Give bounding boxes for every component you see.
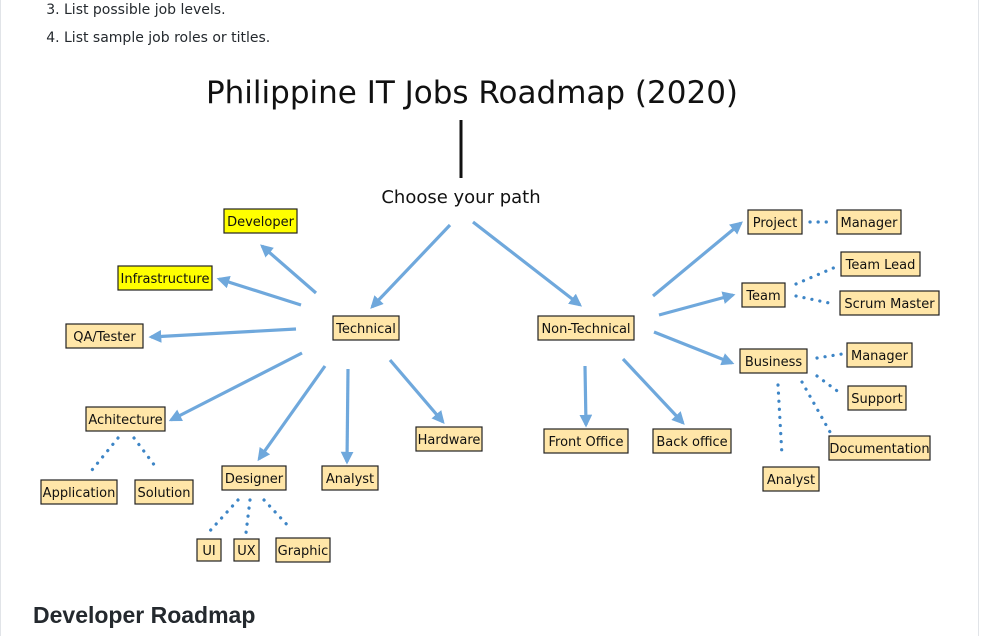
dotted-connector (800, 380, 832, 434)
arrow-to-designer (257, 365, 327, 462)
node-application: Application (40, 479, 118, 505)
svg-text:Team: Team (745, 289, 780, 304)
dotted-connectors (90, 220, 844, 535)
svg-text:Solution: Solution (138, 486, 191, 501)
dotted-connector (132, 436, 160, 472)
svg-text:Business: Business (745, 355, 803, 370)
node-team-lead: Team Lead (840, 251, 921, 277)
svg-text:Developer: Developer (227, 215, 295, 230)
node-infrastructure: Infrastructure (117, 265, 213, 291)
svg-text:Scrum Master: Scrum Master (844, 297, 935, 312)
arrow-to-team (658, 291, 736, 317)
dotted-connector (815, 374, 842, 395)
svg-text:Analyst: Analyst (326, 472, 374, 487)
choose-path-label: Choose your path (381, 187, 540, 208)
svg-text:Technical: Technical (335, 322, 396, 337)
node-technical: Technical (332, 315, 400, 341)
svg-text:Documentation: Documentation (829, 442, 929, 457)
node-documentation: Documentation (828, 435, 931, 461)
svg-text:Project: Project (753, 216, 797, 231)
svg-text:Team Lead: Team Lead (845, 258, 916, 273)
node-business: Business (739, 348, 808, 374)
svg-text:Manager: Manager (841, 216, 899, 231)
list-item: List possible job levels. (64, 0, 270, 24)
section-heading: Developer Roadmap (33, 602, 256, 628)
svg-text:Designer: Designer (225, 472, 284, 487)
node-solution: Solution (134, 479, 194, 505)
arrow-to-front-office (579, 365, 593, 428)
svg-text:UI: UI (202, 544, 215, 559)
dotted-connector (776, 383, 784, 458)
node-project: Project (747, 209, 803, 235)
svg-text:Back office: Back office (656, 435, 727, 450)
node-front-office: Front Office (543, 428, 629, 454)
node-qa-tester: QA/Tester (65, 323, 144, 349)
dotted-connector (262, 498, 293, 531)
svg-text:Support: Support (851, 392, 902, 407)
node-ui: UI (196, 538, 222, 562)
arrow-to-back-office (621, 357, 685, 425)
node-analyst-tech: Analyst (321, 465, 379, 491)
arrow-to-qa (148, 327, 297, 343)
node-team: Team (741, 282, 786, 308)
node-achitecture: Achitecture (85, 406, 166, 432)
svg-text:Analyst: Analyst (767, 473, 815, 488)
node-analyst-business: Analyst (762, 466, 820, 492)
svg-text:QA/Tester: QA/Tester (73, 330, 136, 345)
node-graphic: Graphic (275, 537, 331, 563)
svg-text:Front Office: Front Office (549, 435, 624, 450)
node-ux: UX (233, 538, 260, 562)
node-support: Support (847, 385, 907, 411)
node-project-manager: Manager (836, 209, 902, 235)
arrow-to-achitecture (168, 351, 303, 422)
node-hardware: Hardware (415, 426, 483, 452)
arrow-to-project (651, 221, 743, 298)
dotted-connector (815, 352, 844, 360)
dotted-connector (794, 294, 836, 306)
dotted-connector (90, 436, 120, 472)
arrow-to-hardware (388, 358, 445, 424)
arrow-to-technical (370, 223, 452, 309)
dotted-connector (794, 264, 840, 286)
svg-text:Hardware: Hardware (418, 433, 481, 448)
roadmap-diagram: Philippine IT Jobs Roadmap (2020) Choose… (40, 75, 940, 563)
svg-text:Non-Technical: Non-Technical (541, 322, 630, 337)
node-back-office: Back office (652, 428, 732, 454)
node-business-manager: Manager (846, 342, 913, 368)
arrow-to-business (653, 330, 735, 366)
node-scrum-master: Scrum Master (839, 290, 940, 316)
dotted-connector (244, 498, 252, 535)
svg-text:Infrastructure: Infrastructure (121, 272, 210, 287)
list-item: List sample job roles or titles. (64, 24, 270, 52)
node-designer: Designer (221, 465, 287, 491)
diagram-title: Philippine IT Jobs Roadmap (2020) (206, 75, 738, 111)
arrow-to-developer (260, 244, 318, 295)
arrows (148, 220, 743, 465)
svg-text:Manager: Manager (851, 349, 909, 364)
node-developer: Developer (223, 208, 298, 234)
svg-text:Achitecture: Achitecture (88, 413, 162, 428)
dotted-connector (206, 498, 240, 535)
arrow-to-analyst-tech (340, 368, 354, 465)
steps-list: List possible job levels. List sample jo… (48, 0, 270, 52)
arrow-to-infrastructure (216, 275, 302, 307)
svg-text:UX: UX (237, 544, 256, 559)
node-non-technical: Non-Technical (537, 315, 635, 341)
svg-text:Graphic: Graphic (278, 544, 329, 559)
svg-text:Application: Application (43, 486, 116, 501)
arrow-to-non-technical (472, 220, 583, 307)
